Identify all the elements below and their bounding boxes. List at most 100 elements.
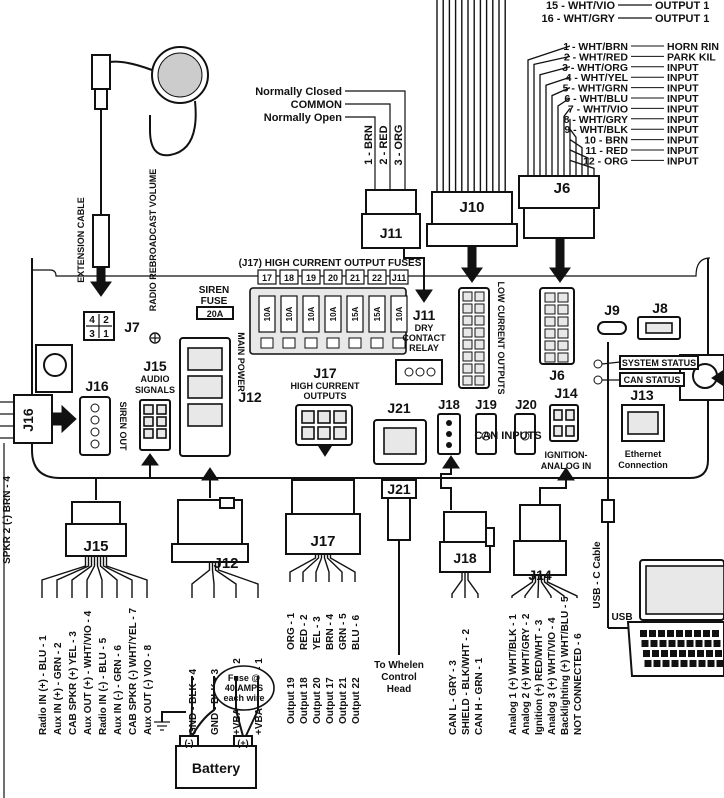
j15-wire-label: Aux OUT (-) VIO - 8 [143, 645, 154, 735]
fuse-number: 22 [372, 273, 382, 283]
j6-pin [544, 316, 556, 327]
fuse-holder [392, 337, 406, 349]
j6-label: J6 [554, 180, 571, 197]
j14-lower-label: J14 [528, 567, 552, 583]
fuse-note-2: 40 AMPS [225, 683, 263, 693]
fuse-number: 17 [262, 273, 272, 283]
j6-pin [557, 292, 569, 303]
j7-pin-3: 3 [89, 329, 95, 340]
j21-lower-label: J21 [387, 481, 411, 497]
j18-wire-label: CAN L - GRY - 3 [448, 660, 459, 735]
siren-fuse-label-1: SIREN [199, 285, 230, 296]
microphone [91, 46, 209, 157]
j6-wire-label: 11 - RED [585, 145, 628, 157]
siren-fuse-label-2: FUSE [201, 296, 228, 307]
j8-connector: J8 [637, 300, 681, 340]
j18-wire-label: CAN H - GRN - 1 [474, 657, 485, 735]
j9-connector: J9 [597, 302, 627, 335]
j10-pin [462, 351, 473, 362]
laptop-key [640, 630, 647, 637]
j11-wire-3: 3 - ORG [393, 125, 405, 166]
battery-neg: (-) [185, 738, 194, 748]
siren-fuse-rating: 20A [207, 309, 224, 319]
j15-wire-label: Aux IN (-) - GRN - 6 [113, 645, 124, 735]
j15-lower-connector: J15 [65, 501, 127, 557]
j6-wire-label: 1 - WHT/BRN [563, 41, 628, 53]
fuse-number: J11 [392, 273, 407, 283]
j6-wire-name: INPUT [667, 103, 699, 115]
j12-lower-connector: J12 [171, 497, 249, 572]
j6-wire-name: INPUT [667, 114, 699, 126]
j6-wire-name: INPUT [667, 93, 699, 105]
j14-wire-label: Analog 1 (+) WHT/BLK - 1 [508, 614, 519, 735]
j12-wire-label: GND - BLK - 4 [188, 668, 199, 735]
fuse-number: 19 [306, 273, 316, 283]
fuse-holder [282, 337, 296, 349]
fuse-number-box [345, 269, 365, 285]
j19-label: J19 [475, 397, 497, 412]
fuse-holder [326, 337, 340, 349]
j15-wire [105, 556, 148, 598]
j7-label: J7 [124, 319, 140, 335]
j6-board-label: J6 [549, 367, 565, 383]
j6-pin [557, 304, 569, 315]
j8-label: J8 [652, 300, 668, 316]
output-15-name: OUTPUT 1 [655, 0, 709, 12]
j10-pin [474, 339, 485, 350]
j10-board-connector: LOW CURRENT OUTPUTS [458, 282, 506, 395]
j6-pin [544, 292, 556, 303]
j6-wire-label: 2 - WHT/RED [564, 51, 629, 63]
laptop-key [659, 640, 667, 647]
j6-wire [527, 45, 571, 176]
j17-label: J17 [313, 365, 337, 381]
j15-wire [71, 556, 93, 598]
laptop-key [650, 640, 658, 647]
to-whelen-1: To Whelen [374, 660, 424, 671]
j19-board-connector: J19 [475, 397, 497, 455]
j17-wire [289, 554, 317, 582]
j6-wire [557, 97, 571, 176]
siren-out-label: SIREN OUT [118, 401, 128, 451]
j16-left-label: J16 [20, 408, 36, 432]
j15-wire [96, 556, 103, 598]
j6-wire-name: INPUT [667, 135, 699, 147]
j14-wire-label: NOT CONNECTED - 6 [573, 633, 584, 735]
low-current-label: LOW CURRENT OUTPUTS [496, 282, 506, 395]
j21-cable: J21 To Whelen Control Head [374, 479, 424, 695]
laptop-key [679, 650, 686, 657]
j15-wire-label: CAB SPKR (+) YEL - 3 [68, 631, 79, 735]
j17-output-label: Output 17 [325, 677, 336, 724]
j14-wire [511, 575, 534, 598]
j12-board-connector: J12 MAIN POWER [179, 332, 262, 457]
laptop-key [644, 660, 652, 667]
j15-wire [41, 556, 87, 598]
relay-contact-labels: Normally Closed COMMON Normally Open 1 -… [255, 86, 406, 190]
j17-wire-label: BRN - 4 [325, 613, 336, 650]
j10-pin [474, 315, 485, 326]
fuse [390, 295, 408, 333]
j15-wire [86, 556, 96, 598]
common-label: COMMON [291, 99, 342, 111]
j15-wire-label: Aux OUT (+) - WHT/VIO - 4 [83, 610, 94, 735]
j6-wire-label: 9 - WHT/BLK [564, 124, 628, 136]
battery-pos: (+) [237, 738, 248, 748]
fuse-rating: 10A [285, 306, 294, 321]
j14-label: J14 [554, 385, 578, 401]
fuse-number-box [323, 269, 343, 285]
j6-pin [557, 316, 569, 327]
j6-wire [569, 149, 589, 176]
j17-lower-label: J17 [310, 533, 335, 550]
j6-wire-name: INPUT [667, 155, 699, 167]
laptop-key [697, 650, 704, 657]
j10-pin [462, 363, 473, 374]
j6-wire [569, 139, 583, 176]
fuse-note-3: each wire [223, 693, 264, 703]
normally-open-label: Normally Open [264, 112, 343, 124]
j6-wire-name: INPUT [667, 83, 699, 95]
laptop-key [649, 630, 656, 637]
high-current-label-2: OUTPUTS [303, 391, 346, 401]
j17-wire-label: YEL - 3 [312, 616, 323, 650]
j21-board-connector: J21 [373, 400, 427, 465]
